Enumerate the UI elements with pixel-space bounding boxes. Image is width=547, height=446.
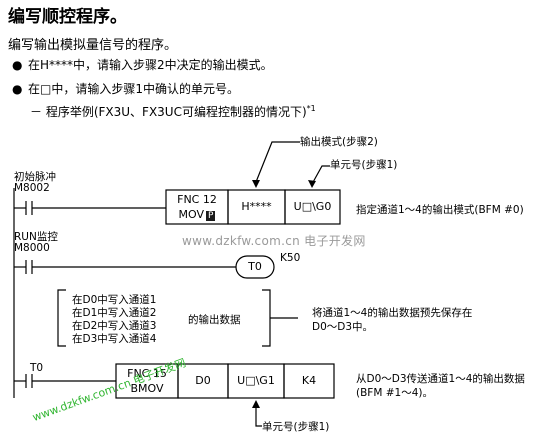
operand-box-k4 <box>283 363 335 399</box>
example-text: － 程序举例(FX3U、FX3UC可编程控制器的情况下) <box>30 105 307 119</box>
callout-unit-no-bottom: 单元号(步骤1) <box>262 421 330 433</box>
bullet-item: ● 在H****中，请输入步骤2中决定的输出模式。 <box>12 56 273 73</box>
bullet-dot-icon: ● <box>12 82 23 96</box>
instr-mov-top: FNC 12 <box>177 193 217 206</box>
arrow-head-unit-bottom <box>252 400 260 408</box>
operand-k4: K4 <box>301 374 317 387</box>
bracket-line: 在D0中写入通道1 <box>72 294 157 306</box>
operand-ug0: U□\G0 <box>293 200 332 213</box>
callout-line-mode <box>255 141 300 183</box>
intro-text: 编写输出模拟量信号的程序。 <box>8 38 178 53</box>
bracket-left <box>57 289 66 347</box>
example-line: － 程序举例(FX3U、FX3UC可编程控制器的情况下)*1 <box>30 103 316 120</box>
bullet-text: 在H****中，请输入步骤2中决定的输出模式。 <box>28 58 273 72</box>
operand-ug1: U□\G1 <box>237 374 275 387</box>
bracket-line: 在D2中写入通道3 <box>72 320 157 332</box>
coil-t0 <box>235 255 275 279</box>
callout-line-unit-bottom <box>255 404 262 427</box>
bracket-line: 在D1中写入通道2 <box>72 307 157 319</box>
instr-bmov-bottom: BMOV <box>130 382 164 395</box>
contact-label-initial-pulse: 初始脉冲 <box>14 171 56 183</box>
page-title: 编写顺控程序。 <box>8 7 127 27</box>
arrow-head-unit <box>308 180 316 188</box>
callout-output-mode: 输出模式(步骤2) <box>300 136 378 148</box>
callout-unit-no: 单元号(步骤1) <box>330 159 398 171</box>
coil-label-t0: T0 <box>248 260 262 273</box>
operand-box-ug0 <box>284 189 341 225</box>
bracket-middle-text: 的输出数据 <box>188 314 241 326</box>
contact-addr-t0: T0 <box>30 362 44 374</box>
rung1-comment: 指定通道1～4的输出模式(BFM #0) <box>356 204 524 216</box>
instr-mov-name: MOV <box>178 208 205 221</box>
bullet-item: ● 在□中，请输入步骤1中确认的单元号。 <box>12 80 239 97</box>
timer-constant: K50 <box>280 252 301 264</box>
bracket-line: 在D3中写入通道4 <box>72 333 157 345</box>
operand-d0: D0 <box>195 374 211 387</box>
operand-hmode: H**** <box>241 200 272 213</box>
watermark-center: www.dzkfw.com.cn 电子开发网 <box>182 234 366 248</box>
bracket-note-2: D0～D3中。 <box>312 321 374 333</box>
instr-bmov-top: FNC 15 <box>127 367 167 380</box>
arrow-head-mode <box>252 180 260 188</box>
contact-label-run-monitor: RUN监控 <box>14 231 58 243</box>
callout-line-unit <box>311 165 330 185</box>
footnote-mark: *1 <box>306 104 316 113</box>
bullet-dot-icon: ● <box>12 58 23 72</box>
bullet-text: 在□中，请输入步骤1中确认的单元号。 <box>28 82 239 96</box>
rung3-comment-1: 从D0～D3传送通道1～4的输出数据 <box>356 373 525 385</box>
rung3-comment-2: (BFM #1～4)。 <box>356 387 433 399</box>
bracket-right <box>262 289 271 347</box>
contact-addr-m8000: M8000 <box>14 242 50 254</box>
contact-addr-m8002: M8002 <box>14 182 50 194</box>
pulse-mark: P <box>206 211 216 221</box>
bracket-note-1: 将通道1～4的输出数据预先保存在 <box>312 307 473 319</box>
